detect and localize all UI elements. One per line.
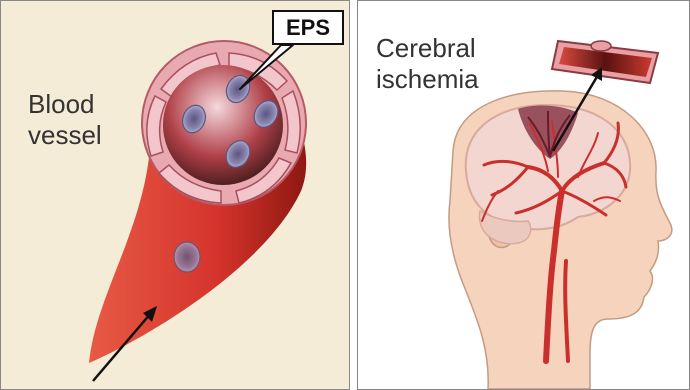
eps-callout-box: EPS <box>272 10 344 45</box>
cerebral-ischemia-label-line1: Cerebral <box>376 33 476 63</box>
blood-vessel-label-line2: vessel <box>28 120 102 150</box>
cerebral-ischemia-label-line2: ischemia <box>376 64 479 94</box>
blood-vessel-label-line1: Blood <box>28 89 95 119</box>
blood-vessel-illustration <box>1 1 350 390</box>
occluded-vessel-inset <box>552 41 658 83</box>
blood-vessel-panel: Blood vessel EPS <box>0 0 350 390</box>
cerebral-ischemia-panel: Cerebral ischemia <box>357 0 690 390</box>
